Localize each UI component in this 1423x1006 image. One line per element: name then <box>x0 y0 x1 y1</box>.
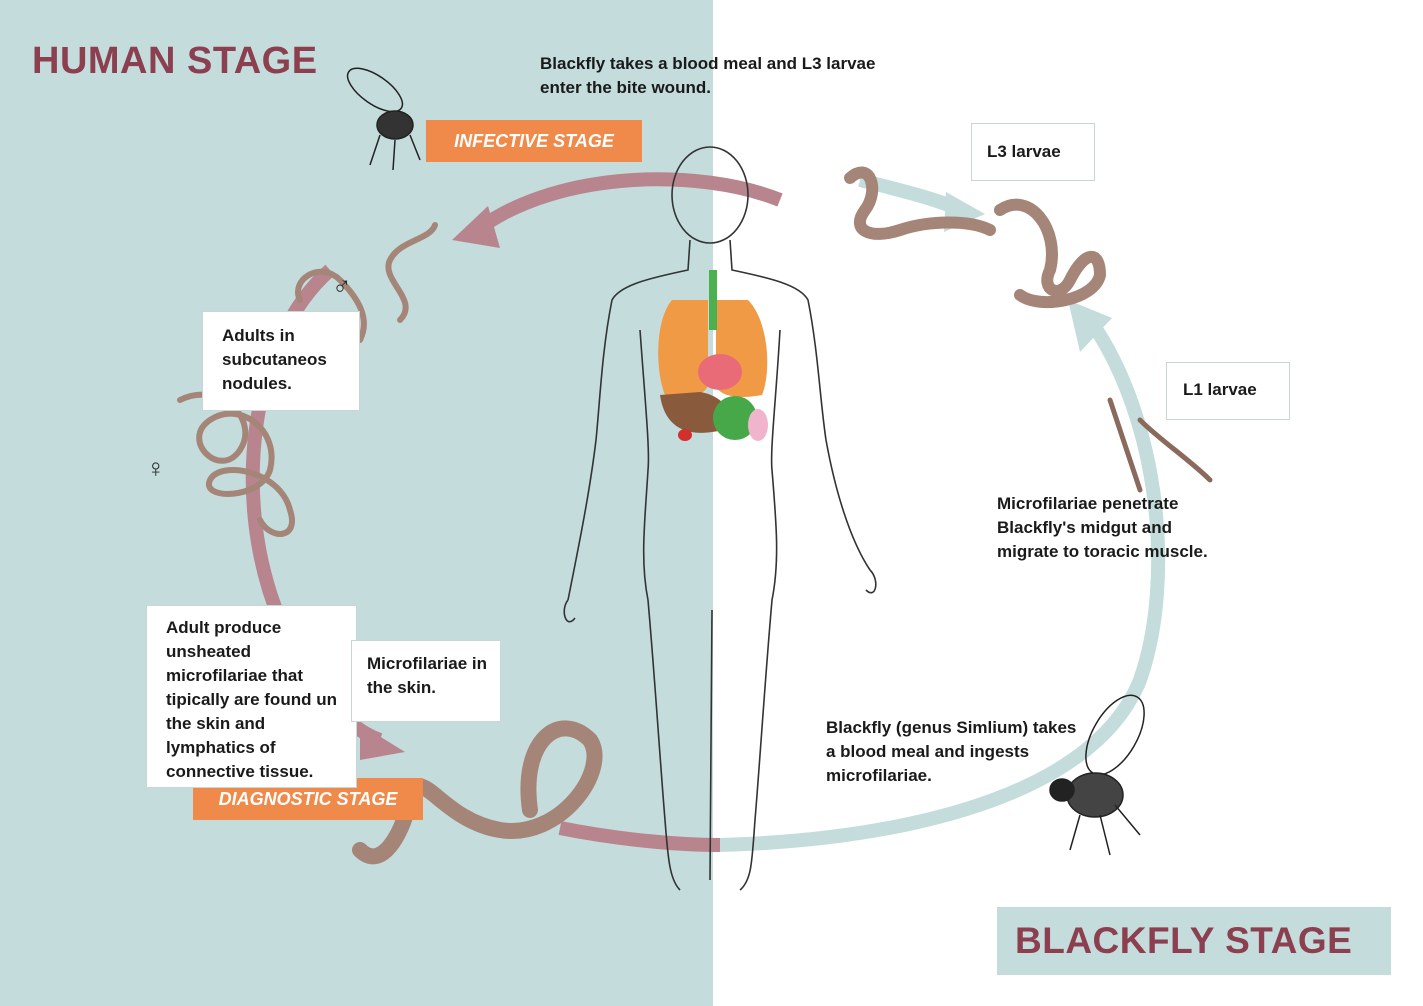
liver <box>660 392 731 433</box>
l3-larva-worm-left <box>844 166 996 240</box>
blood-meal-caption: Blackfly takes a blood meal and L3 larva… <box>540 54 876 97</box>
adult-produce-label: Adult produce unsheated microfilariae th… <box>166 618 337 781</box>
l3-larva-worm-right <box>994 198 1107 308</box>
infective-stage-tag: INFECTIVE STAGE <box>426 120 642 162</box>
male-adult-worm <box>295 222 438 343</box>
gallbladder <box>678 429 692 441</box>
blackfly-stage-title: BLACKFLY STAGE <box>1015 920 1353 961</box>
human-organs <box>658 270 768 441</box>
male-symbol-icon: ♂ <box>332 270 352 300</box>
microfilariae-skin-box <box>351 640 501 722</box>
spleen <box>748 409 768 441</box>
blackfly-cycle-arrowhead <box>1068 300 1112 352</box>
l1-larvae-box <box>1166 362 1290 420</box>
female-symbol-icon: ♀ <box>146 453 166 483</box>
blackfly-stage-title-box <box>997 907 1391 975</box>
l3-larvae-box <box>971 123 1095 181</box>
human-head <box>671 146 749 244</box>
human-left-arrowhead <box>360 724 405 760</box>
human-bottom-arrow <box>558 821 721 852</box>
human-figure <box>563 146 877 891</box>
l3-larvae-label: L3 larvae <box>987 142 1061 161</box>
blackfly-cycle-arrow <box>559 315 1166 853</box>
midgut-migration-label: Microfilariae penetrate Blackfly's midgu… <box>997 494 1208 561</box>
blackfly-drawing-bottom <box>1049 694 1145 856</box>
trachea <box>709 270 717 330</box>
l1-larva-worm <box>1107 397 1213 493</box>
female-adult-worm <box>177 391 295 537</box>
stomach <box>713 396 757 440</box>
human-stage-title: HUMAN STAGE <box>32 40 318 82</box>
adult-produce-box <box>146 605 357 788</box>
microfilaria-worm <box>352 720 603 865</box>
adults-nodules-label: Adults in subcutaneos nodules. <box>222 326 327 393</box>
heart <box>698 354 742 390</box>
lungs <box>658 300 708 397</box>
blackfly-blood-meal-label: Blackfly (genus Simlium) takes a blood m… <box>826 718 1077 785</box>
l1-larvae-label: L1 larvae <box>1183 380 1257 399</box>
blackfly-drawing-top <box>346 67 421 171</box>
human-top-arrowhead <box>452 206 500 248</box>
worms <box>177 166 1213 865</box>
microfilariae-skin-label: Microfilariae in the skin. <box>367 654 487 697</box>
human-top-arrow <box>475 172 783 234</box>
adults-nodules-box <box>202 311 360 411</box>
